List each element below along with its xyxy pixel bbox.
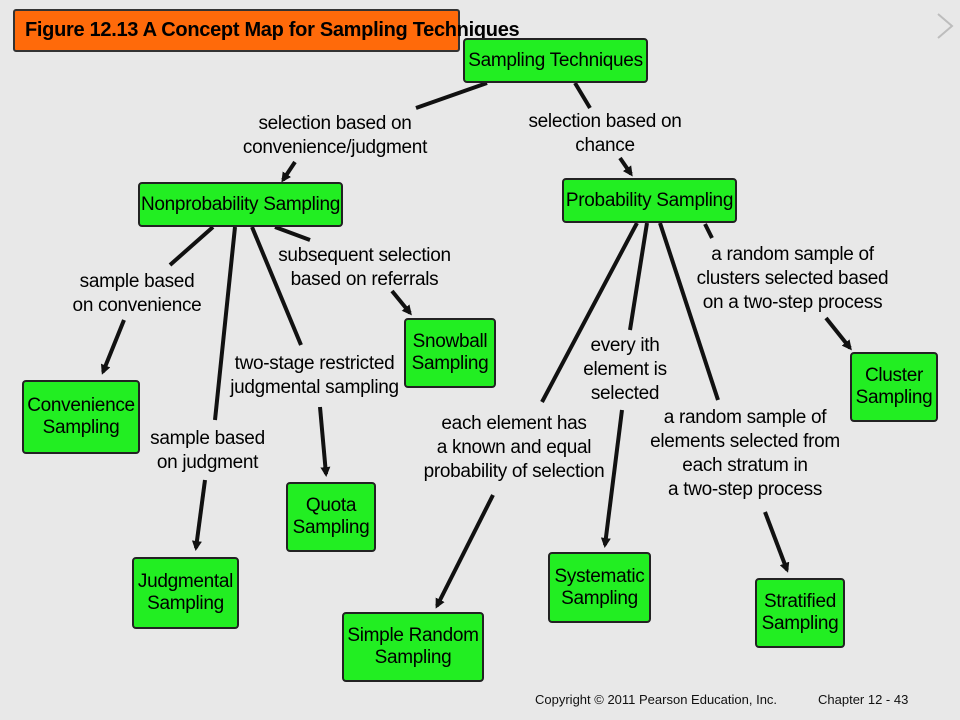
edge-prob-stratified-lower — [763, 511, 790, 573]
edge-root-nonprob-upper — [415, 81, 488, 110]
node-probability-sampling: Probability Sampling — [562, 178, 737, 223]
node-stratified-sampling: Stratified Sampling — [755, 578, 845, 648]
edge-root-prob-upper — [573, 81, 592, 110]
edge-prob-simple-lower — [435, 494, 495, 609]
edge-label-every-ith: every ith element is selected — [583, 335, 667, 404]
edge-label-clusters: a random sample of clusters selected bas… — [696, 244, 889, 313]
node-quota-sampling: Quota Sampling — [286, 482, 376, 552]
edge-prob-systematic-lower — [600, 409, 624, 548]
edge-prob-systematic-upper — [628, 222, 649, 331]
footer-chapter: Chapter 12 - 43 — [818, 692, 909, 707]
node-systematic-sampling: Systematic Sampling — [548, 552, 651, 623]
node-simple-random-sampling: Simple Random Sampling — [342, 612, 484, 682]
edge-nonprob-snowball-lower — [390, 289, 412, 316]
edge-root-prob-lower — [618, 156, 633, 177]
node-judgmental-sampling: Judgmental Sampling — [132, 557, 239, 629]
edge-prob-simple-upper — [540, 222, 639, 403]
node-sampling-techniques: Sampling Techniques — [463, 38, 648, 83]
edge-prob-cluster-lower — [824, 316, 852, 351]
edge-label-convenience-judgment: selection based on convenience/judgment — [242, 113, 428, 158]
edge-nonprob-quota-upper — [250, 226, 303, 346]
edge-nonprob-convenience-lower — [100, 319, 126, 375]
edge-nonprob-judgmental-upper — [213, 226, 237, 421]
node-convenience-sampling: Convenience Sampling — [22, 380, 140, 454]
edge-label-referrals: subsequent selection based on referrals — [278, 245, 451, 290]
edge-root-nonprob-lower — [281, 160, 297, 183]
node-nonprobability-sampling: Nonprobability Sampling — [138, 182, 343, 227]
edge-label-two-stage: two-stage restricted judgmental sampling — [230, 353, 399, 398]
figure-title: Figure 12.13 A Concept Map for Sampling … — [13, 9, 520, 52]
edge-nonprob-snowball-upper — [274, 225, 311, 242]
edge-label-known-equal: each element has a known and equal proba… — [423, 413, 605, 482]
footer-copyright: Copyright © 2011 Pearson Education, Inc. — [535, 692, 778, 707]
edge-label-chance: selection based on chance — [528, 111, 682, 156]
edge-nonprob-judgmental-lower — [191, 479, 207, 551]
edge-label-stratum: a random sample of elements selected fro… — [650, 407, 840, 500]
edge-prob-stratified-upper — [658, 222, 720, 401]
node-cluster-sampling: Cluster Sampling — [850, 352, 938, 422]
node-snowball-sampling: Snowball Sampling — [404, 318, 496, 388]
edge-prob-cluster-upper — [703, 223, 714, 239]
edge-label-sample-convenience: sample based on convenience — [72, 271, 202, 316]
edge-nonprob-convenience-upper — [168, 225, 215, 267]
chevron-right-icon — [937, 13, 954, 39]
edge-nonprob-quota-lower — [318, 406, 331, 477]
edge-label-sample-judgment: sample based on judgment — [150, 428, 265, 473]
